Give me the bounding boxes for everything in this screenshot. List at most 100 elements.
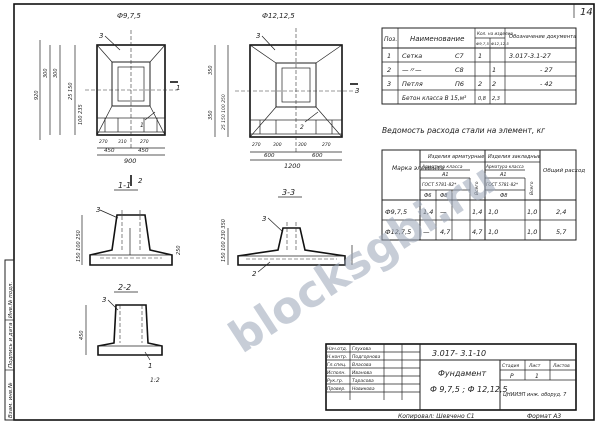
watermark-text: blocksgbi.ru bbox=[220, 154, 505, 364]
svg-text:270: 270 bbox=[140, 139, 149, 145]
svg-text:ГОСТ 5781-82*: ГОСТ 5781-82* bbox=[486, 182, 518, 187]
steel-row-d8: 4,7 bbox=[440, 228, 451, 236]
tb-name: Иванова bbox=[352, 370, 372, 376]
tb-name: Тарасова bbox=[352, 378, 374, 384]
steel-row-total: 4,7 bbox=[472, 228, 483, 236]
svg-text:Лист: Лист bbox=[528, 363, 541, 369]
svg-text:600: 600 bbox=[264, 153, 275, 159]
svg-text:350: 350 bbox=[208, 110, 214, 120]
svg-text:450: 450 bbox=[138, 148, 149, 154]
svg-text:2: 2 bbox=[138, 177, 143, 185]
svg-text:Обозначение документа: Обозначение документа bbox=[509, 34, 576, 40]
spec-row-mark: С7 bbox=[455, 52, 465, 60]
svg-text:270: 270 bbox=[322, 142, 331, 148]
spec-row-doc: 3.017-3.1-27 bbox=[509, 52, 552, 60]
svg-text:А1: А1 bbox=[441, 172, 449, 178]
svg-text:3-3: 3-3 bbox=[282, 188, 295, 197]
steel-row-embedded-d8: 1,0 bbox=[488, 228, 498, 236]
svg-text:Арматура класса: Арматура класса bbox=[485, 164, 524, 169]
svg-text:1: 1 bbox=[148, 362, 152, 370]
svg-text:310: 310 bbox=[118, 139, 127, 145]
svg-text:150 100 230 350: 150 100 230 350 bbox=[221, 219, 227, 262]
tb-name: Подгорнова bbox=[352, 354, 381, 360]
svg-text:Р: Р bbox=[510, 373, 514, 380]
steel-row-embedded-total: 1,0 bbox=[527, 228, 537, 236]
svg-text:3: 3 bbox=[102, 296, 106, 304]
svg-text:Ф12,12,5: Ф12,12,5 bbox=[491, 41, 509, 46]
svg-text:Общий расход: Общий расход bbox=[543, 168, 585, 174]
svg-text:Ф8: Ф8 bbox=[500, 193, 508, 199]
steel-row-embedded-total: 1,0 bbox=[527, 208, 537, 216]
spec-row-qty1: 1 bbox=[478, 52, 482, 60]
steel-row-total: 1,4 bbox=[472, 208, 482, 216]
svg-text:Ф9,7,5: Ф9,7,5 bbox=[476, 41, 490, 46]
steel-row-d6: — bbox=[423, 228, 430, 236]
svg-text:150 100 250: 150 100 250 bbox=[76, 230, 82, 262]
steel-table: Ведомость расхода стали на элемент, кг М… bbox=[381, 126, 585, 241]
product-name: Фундамент bbox=[438, 369, 486, 378]
svg-text:Арматура класса: Арматура класса bbox=[421, 164, 463, 170]
tb-role: Провер. bbox=[327, 386, 346, 392]
svg-text:2: 2 bbox=[300, 124, 304, 131]
product-variants: Ф 9,7,5 ; Ф 12,12,5 bbox=[430, 385, 508, 394]
svg-text:920: 920 bbox=[34, 90, 40, 100]
svg-text:Ф6: Ф6 bbox=[424, 193, 432, 199]
svg-text:600: 600 bbox=[312, 153, 323, 159]
spec-row-doc: - 27 bbox=[540, 66, 554, 74]
svg-text:1: 1 bbox=[140, 122, 144, 129]
steel-row-overall: 5,7 bbox=[556, 228, 567, 236]
tb-name: Глухова bbox=[352, 346, 371, 352]
svg-text:300: 300 bbox=[53, 68, 59, 78]
svg-text:300: 300 bbox=[298, 142, 307, 148]
spec-row-doc: - 42 bbox=[540, 80, 553, 88]
doc-code: 3.017- 3.1-10 bbox=[432, 349, 486, 358]
svg-text:300: 300 bbox=[43, 68, 49, 78]
tb-name: Власова bbox=[352, 362, 372, 368]
top-label-2: Ф12,12,5 bbox=[262, 12, 295, 20]
svg-text:1-1: 1-1 bbox=[118, 181, 131, 190]
svg-text:100 235: 100 235 bbox=[78, 104, 84, 125]
svg-text:270: 270 bbox=[99, 139, 108, 145]
steel-row-d8: — bbox=[440, 208, 447, 216]
svg-text:3: 3 bbox=[262, 215, 266, 223]
svg-text:3: 3 bbox=[99, 32, 103, 40]
svg-text:1: 1 bbox=[535, 373, 539, 380]
svg-text:Наименование: Наименование bbox=[410, 35, 464, 43]
top-label-1: Ф9,7,5 bbox=[117, 12, 141, 20]
spec-row-mark: П6 bbox=[455, 80, 464, 88]
svg-text:25 150 100 250: 25 150 100 250 bbox=[221, 94, 227, 130]
svg-text:1:2: 1:2 bbox=[150, 377, 160, 384]
section-3-3: 3-3 3 2 150 100 230 350 bbox=[221, 188, 353, 278]
steel-row-mark: Ф9,7,5 bbox=[385, 208, 407, 216]
steel-row-d6: 1,4 bbox=[423, 208, 433, 216]
spec-row-pos: 2 bbox=[387, 66, 391, 74]
svg-text:Изделия арматурные: Изделия арматурные bbox=[428, 154, 484, 160]
copied-by: Копировал: Шевчено С1 bbox=[398, 413, 475, 420]
plan-view-1: 3 1 900 450 450 270 310 270 300 300 25 1… bbox=[34, 30, 180, 186]
plan-view-2: 3 2 1200 600 600 270 300 300 270 350 350… bbox=[208, 28, 359, 170]
svg-text:25 150: 25 150 bbox=[68, 83, 74, 101]
svg-text:Кол. на изделие: Кол. на изделие bbox=[477, 31, 513, 36]
spec-table: Поз. Наименование Кол. на изделие Ф9,7,5… bbox=[381, 27, 577, 105]
svg-text:300: 300 bbox=[273, 142, 282, 148]
svg-text:3: 3 bbox=[256, 32, 260, 40]
tb-name: Новикова bbox=[352, 386, 375, 392]
svg-text:1200: 1200 bbox=[284, 162, 301, 170]
svg-text:3: 3 bbox=[355, 87, 359, 95]
svg-text:2: 2 bbox=[252, 270, 257, 278]
svg-text:900: 900 bbox=[124, 157, 136, 165]
spec-row-qty2: 1 bbox=[492, 66, 496, 74]
org-name: ЦНИИЭП инж. оборуд. 7 bbox=[503, 392, 567, 398]
side-stamp: Инв.№ подл. Подпись и дата Взам. инв.№ bbox=[4, 259, 15, 421]
tb-role: Нач.отд. bbox=[327, 346, 347, 352]
spec-row-name: —〃— bbox=[402, 66, 422, 74]
svg-text:Ф8: Ф8 bbox=[440, 193, 448, 199]
svg-text:450: 450 bbox=[79, 330, 85, 340]
svg-text:Подпись и дата: Подпись и дата bbox=[8, 322, 14, 368]
spec-row-qty1: 0,8 bbox=[478, 96, 486, 102]
spec-row-mark: С8 bbox=[455, 66, 464, 74]
svg-text:250: 250 bbox=[176, 245, 182, 255]
svg-text:Поз.: Поз. bbox=[384, 36, 397, 43]
sheet-number: 14 bbox=[580, 7, 593, 18]
